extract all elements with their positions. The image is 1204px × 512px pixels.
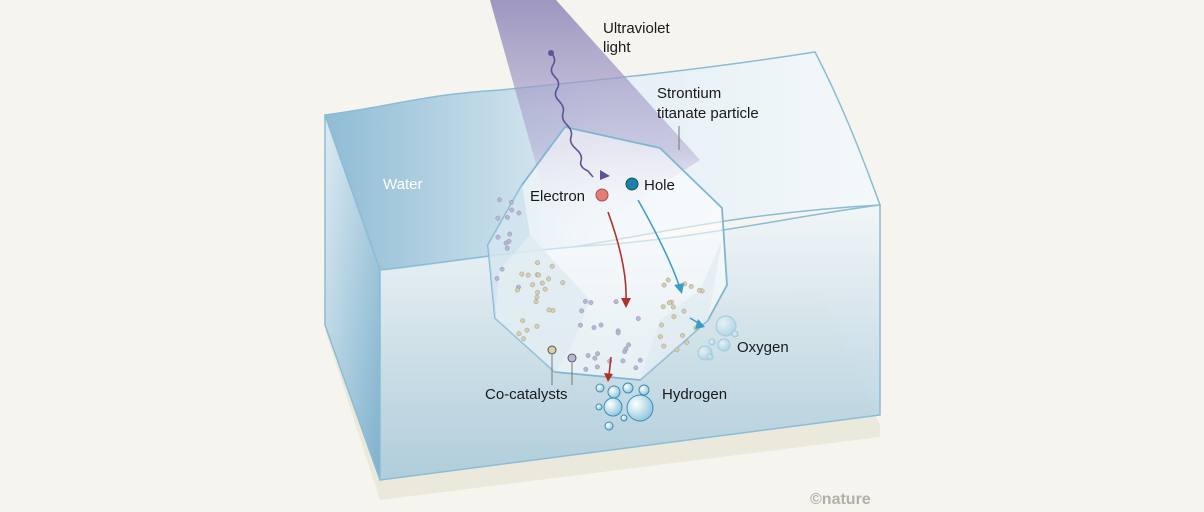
cocatalyst-dot — [697, 287, 702, 293]
cocatalyst-dot — [534, 323, 540, 329]
cocatalyst-dot — [579, 308, 584, 314]
cocatalyst-dot — [578, 322, 583, 328]
cocatalyst-dot — [495, 215, 501, 221]
cocatalyst-dot — [660, 304, 666, 310]
cocatalyst-dot — [620, 358, 626, 364]
cocatalyst-dot — [594, 364, 600, 370]
cocatalyst-dot — [635, 316, 641, 321]
photon-arrowhead — [600, 170, 610, 180]
hydrogen-bubbles-icon — [595, 382, 654, 431]
cocatalyst-gold-marker — [547, 345, 557, 355]
nature-credit: ©nature — [810, 491, 871, 508]
cocatalyst-dot — [588, 300, 594, 306]
electron-label: Electron — [530, 188, 585, 205]
electron-icon — [595, 188, 609, 202]
cocatalyst-dot — [626, 342, 631, 348]
cocatalyst-dot — [633, 365, 639, 371]
oxygen-label: Oxygen — [737, 339, 789, 356]
cocatalyst-dot — [516, 210, 522, 216]
cocatalyst-dot — [504, 245, 510, 251]
cocatalyst-dot — [546, 307, 552, 313]
water-label: Water — [383, 176, 422, 193]
hydrogen-arrow — [608, 356, 612, 376]
cocatalyst-dot — [525, 272, 531, 278]
cocatalyst-dot — [598, 322, 604, 328]
cocatalyst-dot — [534, 294, 540, 300]
cocatalyst-dot — [521, 336, 526, 342]
cocatalyst-dot — [583, 366, 589, 372]
cocatalyst-dot — [524, 327, 530, 333]
particle-label: titanate particle — [657, 105, 759, 122]
cocatalyst-dot — [658, 334, 663, 340]
particle-label: Strontium — [657, 85, 721, 102]
particle-facet-bottom — [495, 235, 590, 372]
oxygen-bubbles-icon — [697, 315, 739, 361]
hole-arrowhead — [674, 283, 684, 294]
cocatalyst-dot — [665, 277, 671, 283]
cocatalyst-dot — [595, 351, 600, 357]
cocatalyst-dot — [591, 325, 597, 330]
uv-photon-wave — [550, 52, 594, 178]
co-catalyst-dots — [494, 197, 705, 372]
electron-arrow — [607, 211, 627, 301]
cocatalyst-dot — [509, 199, 514, 205]
cocatalyst-dot — [615, 330, 621, 336]
electron-arrowhead — [621, 298, 631, 308]
oxygen-arrowhead — [695, 319, 705, 329]
cocatalyst-dot — [671, 314, 677, 320]
cocatalyst-dot — [495, 234, 501, 240]
cocatalyst-dot — [519, 271, 525, 277]
cocatalyst-dot — [533, 299, 539, 305]
cocatalyst-dot — [681, 308, 687, 314]
cocatalyst-dot — [516, 331, 522, 337]
particle-facet-right — [640, 240, 722, 380]
cocatalyst-dot — [507, 231, 513, 237]
cocatalyst-dot — [539, 280, 545, 286]
cocatalyst-dot — [514, 287, 520, 293]
cocatalyst-dot — [659, 322, 664, 328]
cocatalyst-dot — [497, 197, 502, 203]
cocatalyst-lilac-marker — [567, 353, 577, 363]
cocatalyst-dot — [499, 266, 505, 272]
cocatalyst-dot — [684, 339, 690, 345]
hole-arrow — [637, 199, 680, 286]
uv-label: light — [603, 39, 631, 56]
hydrogen-label: Hydrogen — [662, 386, 727, 403]
cocatalyst-dot — [542, 286, 548, 292]
photon-origin-dot — [548, 50, 554, 56]
cocatalyst-dot — [674, 347, 680, 353]
cocatalyst-dot — [494, 276, 500, 281]
cocatalyst-dot — [688, 284, 694, 289]
hole-label: Hole — [644, 177, 675, 194]
cocatalyst-dot — [582, 299, 588, 304]
cocatalyst-dot — [506, 238, 512, 244]
cocatalyst-dot — [505, 214, 510, 220]
cocatalyst-dot — [530, 282, 535, 288]
cocatalyst-dot — [535, 260, 540, 266]
cocatalyst-dot — [546, 276, 551, 282]
cocatalyst-dot — [560, 280, 566, 286]
uv-label: Ultraviolet — [603, 20, 671, 37]
cocatalyst-dot — [670, 304, 676, 310]
cocatalyst-dot — [536, 272, 541, 278]
cocatalyst-dot — [666, 300, 672, 306]
cocatalyst-dot — [520, 318, 526, 324]
hydrogen-arrowhead — [604, 373, 613, 382]
cocatalyst-dot — [680, 333, 685, 338]
cocatalyst-dot — [613, 299, 619, 305]
cocatalyst-dot — [592, 355, 598, 361]
cocatalyst-dot — [549, 263, 555, 269]
cocatalyst-dot — [661, 343, 667, 349]
cocatalysts-label: Co-catalysts — [485, 386, 568, 403]
cocatalyst-dot — [509, 207, 515, 213]
particle-facet-left — [488, 185, 530, 318]
cocatalyst-dot — [550, 308, 556, 313]
hole-icon — [625, 177, 639, 191]
cocatalyst-dot — [623, 346, 629, 352]
cocatalyst-dot — [661, 282, 667, 288]
cocatalyst-dot — [585, 353, 591, 358]
cocatalyst-dot — [637, 357, 643, 363]
cocatalyst-dot — [535, 289, 540, 295]
